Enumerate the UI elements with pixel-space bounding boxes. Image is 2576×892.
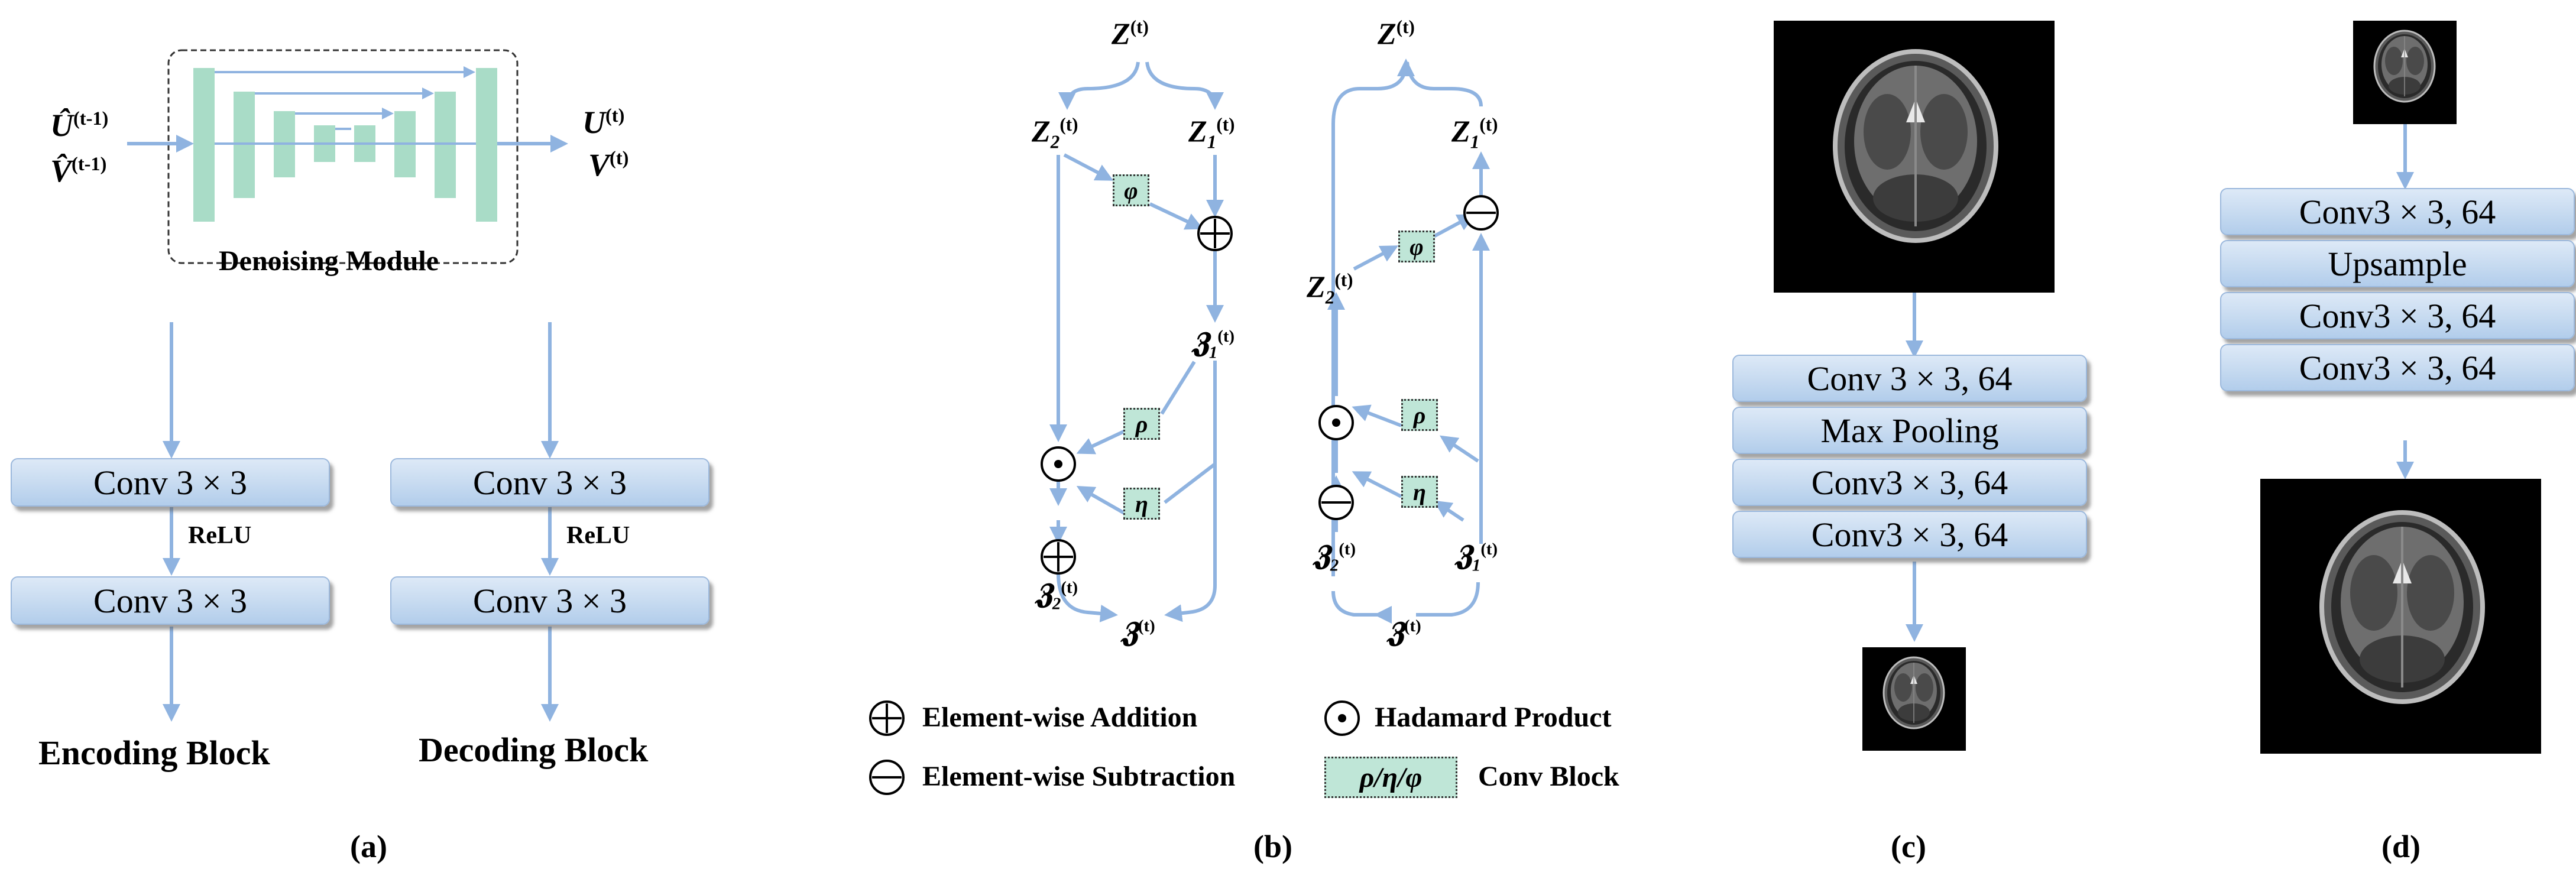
legend-hadamard: Hadamard Product [1375,702,1612,733]
output-u-label: U(t) [582,105,625,140]
legend-minus-icon [869,760,905,795]
encoding-conv1: Conv 3 × 3 [11,458,330,507]
frak-z-right: 𝖅(t) [1386,617,1421,648]
z-top-left: Z(t) [1112,17,1149,51]
output-v-label: V(t) [588,147,629,183]
frak-z-left: 𝖅(t) [1120,617,1155,648]
encoding-relu-label: ReLU [188,522,252,549]
decoding-block-title: Decoding Block [419,731,649,769]
z2-left: Z2(t) [1032,114,1078,153]
minus-operator-1 [1463,195,1499,231]
z1-left: Z1(t) [1188,114,1235,153]
legend-addition: Element-wise Addition [922,702,1198,733]
hadamard-operator-1 [1041,446,1076,482]
caption-d: (d) [2381,829,2421,864]
plus-operator-1 [1197,216,1233,251]
rho-block-left: ρ [1123,408,1160,440]
input-v-label: V̂(t-1) [50,153,107,189]
d-layer-3: Conv3 × 3, 64 [2220,292,2575,339]
brain-image-d-input [2353,21,2457,124]
d-layer-1: Conv3 × 3, 64 [2220,188,2575,235]
hadamard-operator-2 [1318,405,1354,440]
minus-operator-2 [1318,485,1354,520]
frak-z2-left: 𝖅2(t) [1035,578,1078,614]
legend-subtraction: Element-wise Subtraction [922,761,1236,792]
module-label: Denoising Module [219,245,439,277]
encoding-block-title: Encoding Block [38,734,270,772]
legend-conv: Conv Block [1478,761,1619,792]
encoding-conv2: Conv 3 × 3 [11,576,330,625]
frak-z1-right: 𝖅1(t) [1454,540,1498,575]
z1-right: Z1(t) [1451,114,1498,153]
c-layer-4: Conv3 × 3, 64 [1732,511,2087,558]
operators [869,195,1499,795]
c-layer-1: Conv 3 × 3, 64 [1732,355,2087,402]
d-layer-2: Upsample [2220,240,2575,287]
eta-block-right: η [1401,476,1438,508]
plus-operator-2 [1041,539,1076,575]
brain-image-d-output [2260,479,2541,754]
d-layer-4: Conv3 × 3, 64 [2220,344,2575,391]
brain-image-c-input [1774,21,2055,293]
frak-z2-right: 𝖅2(t) [1313,540,1356,575]
decoding-conv1: Conv 3 × 3 [390,458,709,507]
legend-plus-icon [869,700,905,736]
z-top-right: Z(t) [1378,17,1415,51]
rho-block-right: ρ [1401,399,1438,431]
z2-right: Z2(t) [1307,270,1353,308]
legend-conv-symbol: ρ/η/φ [1324,757,1457,798]
decoding-relu-label: ReLU [566,522,630,549]
c-layer-3: Conv3 × 3, 64 [1732,459,2087,506]
arrows [127,59,2414,722]
legend-hadamard-icon [1324,700,1360,736]
decoding-conv2: Conv 3 × 3 [390,576,709,625]
phi-block-right: φ [1398,231,1435,262]
c-layer-2: Max Pooling [1732,407,2087,454]
frak-z1-left: 𝖅1(t) [1191,327,1235,362]
caption-a: (a) [350,829,387,864]
denoising-module-box [167,49,519,264]
caption-c: (c) [1891,829,1926,864]
brain-image-c-output [1862,647,1966,751]
phi-block-left: φ [1113,174,1149,206]
unet-skips [215,66,476,145]
caption-b: (b) [1253,829,1292,864]
eta-block-left: η [1123,488,1160,520]
input-u-label: Û(t-1) [50,108,109,143]
